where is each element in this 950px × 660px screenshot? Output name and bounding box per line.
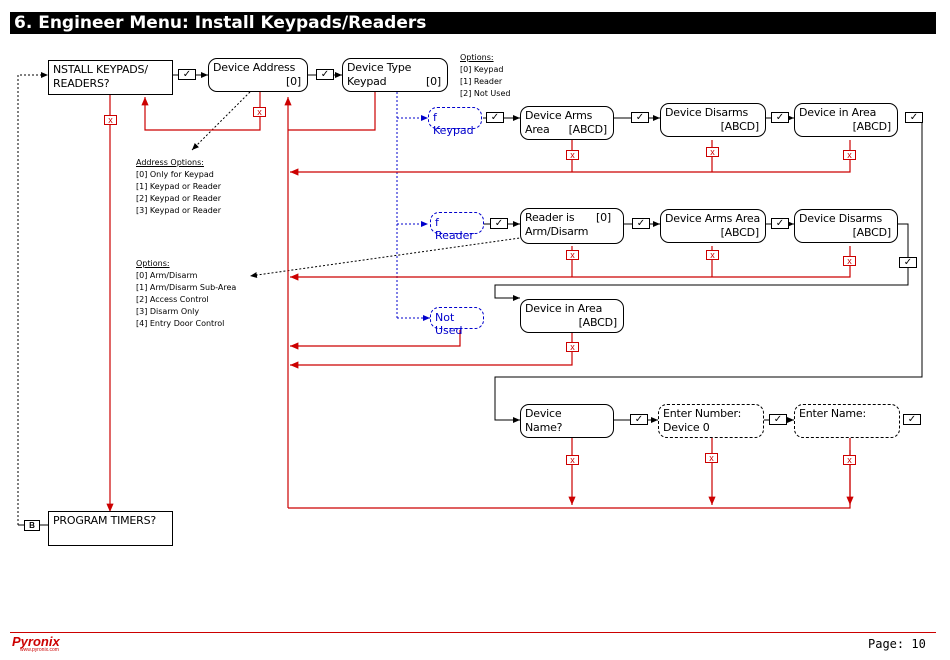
enter-number-label: Enter Number: [663,407,742,420]
reader-disarms-box: Device Disarms [ABCD] [794,209,898,243]
address-option: [0] Only for Keypad [136,170,214,179]
keypad-in-area-value: [ABCD] [852,120,892,133]
device-type-box: Device Type Keypad [0] [342,58,448,92]
type-option: [0] Keypad [460,65,504,74]
reader-disarms-label: Device Disarms [799,212,883,225]
keypad-disarms-label: Device Disarms [665,106,749,119]
b-connector: B [24,520,40,531]
address-option: [2] Keypad or Reader [136,194,222,203]
if-reader-pill: f Reader [430,212,484,242]
cross-icon: x [104,115,117,125]
address-options: Address Options: [0] Only for Keypad [1]… [136,157,221,217]
install-line1: NSTALL KEYPADS/ [53,63,148,76]
reader-option: [3] Disarm Only [136,307,200,316]
address-option: [1] Keypad or Reader [136,182,222,191]
check-icon: ✓ [631,112,649,123]
cross-icon: x [566,342,579,352]
address-options-heading: Address Options: [136,158,204,167]
type-option: [1] Reader [460,77,503,86]
check-icon: ✓ [771,218,789,229]
reader-options-heading: Options: [136,259,170,268]
device-address-box: Device Address [0] [208,58,308,92]
reader-arms-area-label: Device Arms Area [665,212,761,225]
device-type-label: Device Type [347,61,412,74]
check-icon: ✓ [899,257,917,268]
type-options-heading: Options: [460,53,494,62]
cross-icon: x [706,250,719,260]
device-name-line2: Name? [525,421,563,434]
keypad-arms-area-value: [ABCD] [568,123,608,136]
keypad-in-area-label: Device in Area [799,106,877,119]
cross-icon: x [566,150,579,160]
check-icon: ✓ [769,414,787,425]
footer-rule [10,632,936,633]
cross-icon: x [566,455,579,465]
reader-is-box: Reader is Arm/Disarm [0] [520,208,624,244]
page-title: 6. Engineer Menu: Install Keypads/Reader… [14,13,427,33]
not-used-pill: Not Used [430,307,484,337]
reader-in-area-value: [ABCD] [578,316,618,329]
program-timers-label: PROGRAM TIMERS? [53,514,157,527]
reader-options: Options: [0] Arm/Disarm [1] Arm/Disarm S… [136,258,236,330]
reader-option: [0] Arm/Disarm [136,271,198,280]
pyronix-logo: Pyronix www.pyronix.com [12,634,60,653]
enter-name-label: Enter Name: [799,407,866,420]
cross-icon: x [843,455,856,465]
device-address-value: [0] [286,75,301,88]
brand-name: Pyronix [12,634,60,649]
reader-is-label: Reader is [525,211,575,224]
address-option: [3] Keypad or Reader [136,206,222,215]
reader-arms-area-box: Device Arms Area [ABCD] [660,209,766,243]
enter-number-value: Device 0 [663,421,710,434]
device-type-line2: Keypad [347,75,387,88]
check-icon: ✓ [630,414,648,425]
cross-icon: x [253,107,266,117]
reader-option: [4] Entry Door Control [136,319,225,328]
reader-option: [2] Access Control [136,295,209,304]
reader-is-value: [0] [596,211,611,224]
device-type-value: [0] [426,75,441,88]
cross-icon: x [566,250,579,260]
device-name-line1: Device [525,407,562,420]
check-icon: ✓ [905,112,923,123]
check-icon: ✓ [771,112,789,123]
reader-in-area-box: Device in Area [ABCD] [520,299,624,333]
check-icon: ✓ [903,414,921,425]
reader-option: [1] Arm/Disarm Sub-Area [136,283,237,292]
reader-is-line2: Arm/Disarm [525,225,589,238]
reader-arms-area-value: [ABCD] [720,226,760,239]
device-address-label: Device Address [213,61,296,74]
enter-name-box: Enter Name: [794,404,900,438]
keypad-disarms-value: [ABCD] [720,120,760,133]
keypad-arms-area-box: Device Arms Area [ABCD] [520,106,614,140]
cross-icon: x [843,256,856,266]
device-name-box: Device Name? [520,404,614,438]
type-option: [2] Not Used [460,89,511,98]
install-keypads-box: NSTALL KEYPADS/ READERS? [48,60,173,95]
keypad-arms-area-label: Device Arms Area [525,109,593,136]
program-timers-box: PROGRAM TIMERS? [48,511,173,546]
check-icon: ✓ [178,69,196,80]
page-number: Page: 10 [868,637,926,651]
cross-icon: x [843,150,856,160]
enter-number-box: Enter Number: Device 0 [658,404,764,438]
check-icon: ✓ [486,112,504,123]
check-icon: ✓ [316,69,334,80]
reader-disarms-value: [ABCD] [852,226,892,239]
install-line2: READERS? [53,77,110,90]
brand-url: www.pyronix.com [20,647,59,653]
cross-icon: x [706,147,719,157]
cross-icon: x [705,453,718,463]
check-icon: ✓ [632,218,650,229]
keypad-disarms-box: Device Disarms [ABCD] [660,103,766,137]
type-options: Options: [0] Keypad [1] Reader [2] Not U… [460,52,510,100]
title-bar: 6. Engineer Menu: Install Keypads/Reader… [10,12,936,34]
if-keypad-pill: f Keypad [428,107,482,137]
keypad-in-area-box: Device in Area [ABCD] [794,103,898,137]
reader-in-area-label: Device in Area [525,302,603,315]
check-icon: ✓ [490,218,508,229]
